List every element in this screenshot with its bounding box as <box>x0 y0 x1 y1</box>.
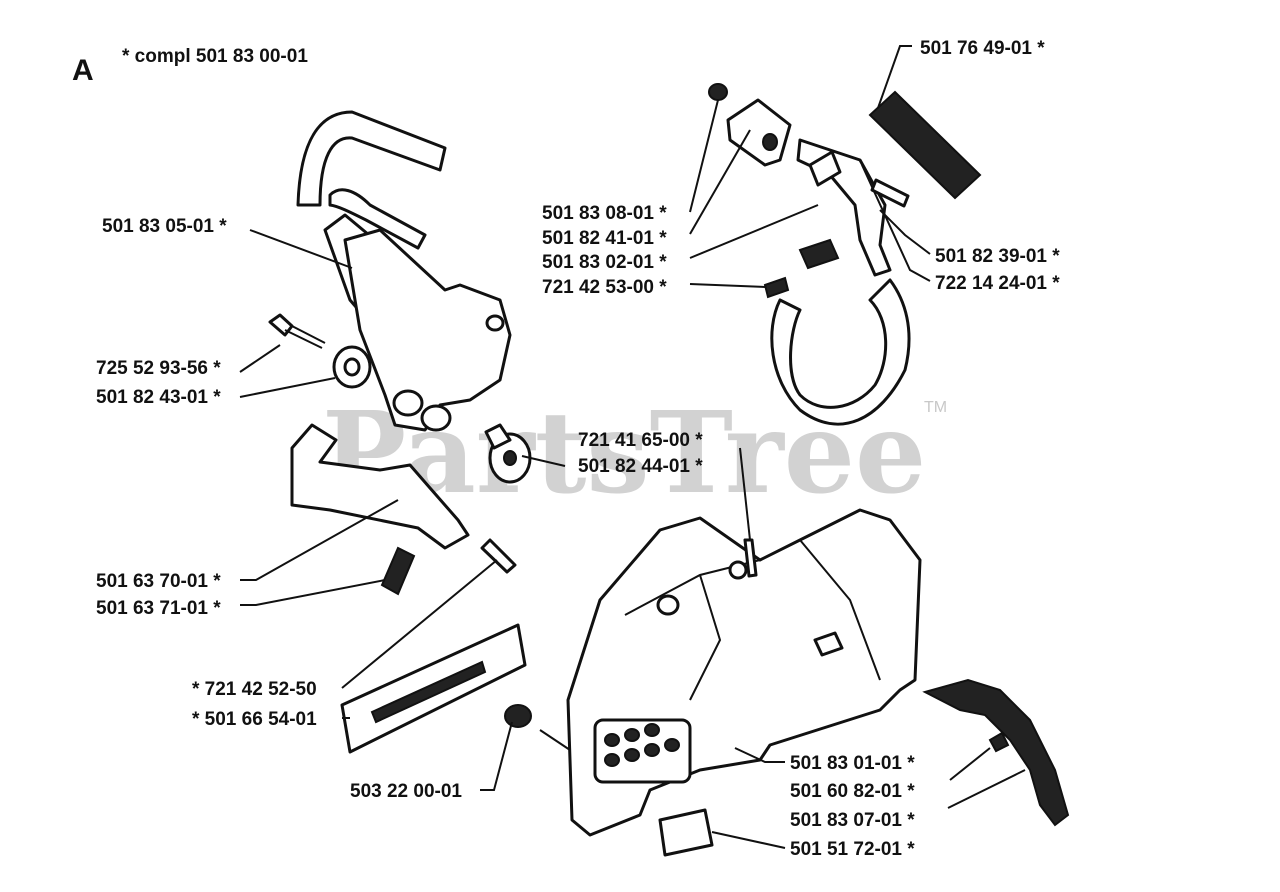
label-722-14-24-01: 722 14 24-01 * <box>935 273 1060 294</box>
small-spring-part <box>763 276 790 299</box>
label-501-82-39-01: 501 82 39-01 * <box>935 246 1060 267</box>
label-501-76-49-01: 501 76 49-01 * <box>920 38 1045 59</box>
label-721-41-65-00: 721 41 65-00 * <box>578 430 703 451</box>
label-501-51-72-01: 501 51 72-01 * <box>790 839 915 860</box>
label-503-22-00-01: 503 22 00-01 <box>350 781 462 802</box>
header-note: * compl 501 83 00-01 <box>122 46 308 67</box>
decal-part <box>340 623 527 754</box>
label-501-66-54-01: * 501 66 54-01 <box>192 709 317 730</box>
anchor-block-part <box>708 83 792 167</box>
label-501-82-43-01: 501 82 43-01 * <box>96 387 221 408</box>
label-501-63-70-01: 501 63 70-01 * <box>96 571 221 592</box>
label-501-83-01-01: 501 83 01-01 * <box>790 753 915 774</box>
label-501-83-07-01: 501 83 07-01 * <box>790 810 915 831</box>
label-501-83-05-01: 501 83 05-01 * <box>102 216 227 237</box>
label-501-82-44-01: 501 82 44-01 * <box>578 456 703 477</box>
pin-upper-part <box>870 178 910 208</box>
guard-part <box>922 678 1070 827</box>
brake-lever-part <box>343 228 512 432</box>
washer-part <box>484 423 532 484</box>
label-721-42-52-50: * 721 42 52-50 <box>192 679 317 700</box>
nut-part <box>504 704 532 728</box>
label-501-60-82-01: 501 60 82-01 * <box>790 781 915 802</box>
watermark-tm: TM <box>924 399 947 416</box>
label-501-82-41-01: 501 82 41-01 * <box>542 228 667 249</box>
label-501-83-02-01: 501 83 02-01 * <box>542 252 667 273</box>
leader-lines <box>239 45 1026 849</box>
cover-part <box>566 508 922 837</box>
brake-band-part <box>770 238 911 426</box>
label-501-63-71-01: 501 63 71-01 * <box>96 598 221 619</box>
bushing-part <box>332 345 372 389</box>
label-725-52-93-56: 725 52 93-56 * <box>96 358 221 379</box>
clip-part <box>658 808 714 857</box>
guard-screw-part <box>988 731 1010 753</box>
vent-holes <box>604 723 680 767</box>
label-721-42-53-00: 721 42 53-00 * <box>542 277 667 298</box>
grip-part <box>868 90 982 200</box>
lever-part <box>290 423 470 550</box>
pin-part <box>480 538 517 574</box>
section-letter: A <box>72 54 94 87</box>
label-501-83-08-01: 501 83 08-01 * <box>542 203 667 224</box>
spring-part <box>380 546 416 596</box>
bolt-part <box>268 313 326 349</box>
